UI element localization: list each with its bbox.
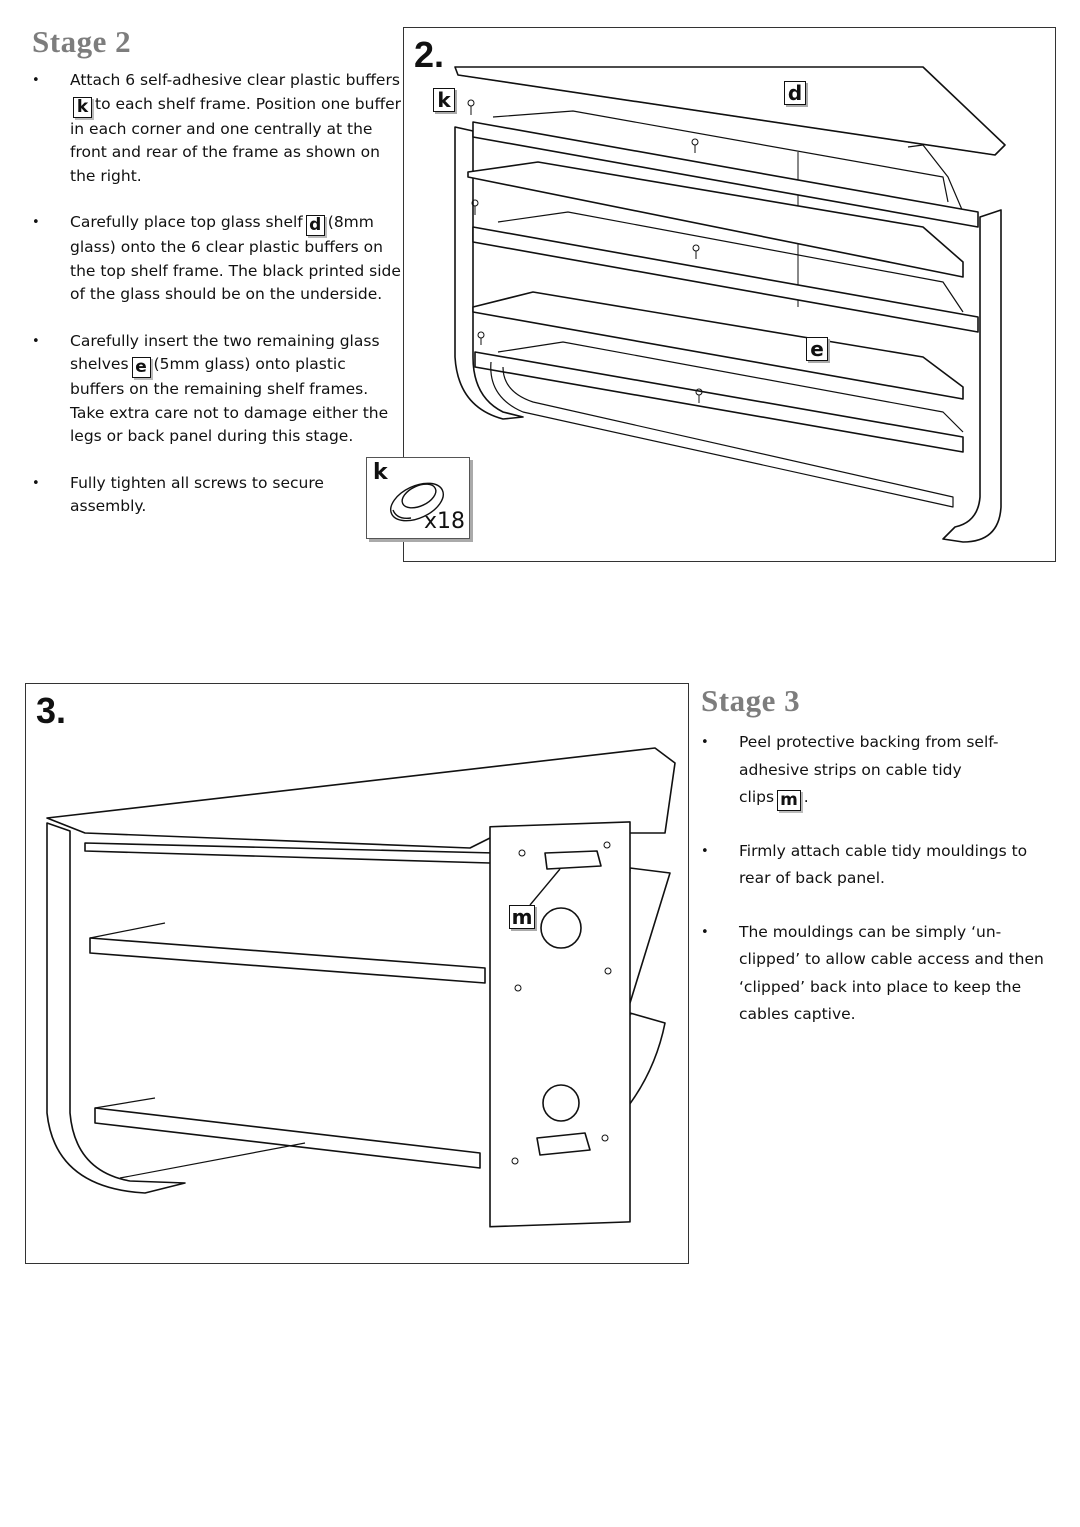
figure-2-panel: 2. [403, 27, 1056, 562]
glass-shelf-e-lower [472, 291, 964, 400]
callout-d: d [784, 81, 806, 105]
shelf-frame-bottom [474, 351, 964, 453]
stage-3-instructions: Peel protective backing from self-adhesi… [701, 729, 1061, 1055]
stage-2-step-3: Carefully insert the two remaining glass… [32, 330, 402, 449]
cable-tidy-clip-lower [536, 1132, 591, 1156]
buffer-key-count: x18 [423, 509, 465, 534]
figure-3-step-number: 3. [36, 690, 67, 731]
buffer-icon [390, 482, 444, 522]
buffer-key-label: k [373, 460, 388, 485]
right-leg [942, 209, 1002, 543]
figure-3-panel: 3. [25, 683, 689, 1264]
stage-3-step-2: Firmly attach cable tidy mouldings to re… [701, 838, 1039, 893]
stand-illustration-stage-2 [454, 66, 1006, 543]
callout-m: m [509, 905, 535, 929]
part-label-k: k [73, 96, 92, 118]
stage-3-step-1: Peel protective backing from self-adhesi… [701, 729, 999, 812]
cable-tidy-clip-upper [544, 850, 602, 870]
stage-3-title: Stage 3 [701, 683, 801, 718]
left-leg [46, 822, 186, 1194]
stage-2-step-4: Fully tighten all screws to secure assem… [32, 472, 360, 519]
part-label-e: e [131, 357, 151, 378]
stage-2-instructions: Attach 6 self-adhesive clear plastic buf… [32, 69, 402, 542]
shelf-frame-top [472, 121, 979, 228]
glass-shelf-d [454, 66, 1006, 156]
stage-2-step-1: Attach 6 self-adhesive clear plastic buf… [32, 69, 402, 188]
part-label-d: d [305, 215, 325, 236]
stage-3-step-3: The mouldings can be simply ‘un-clipped’… [701, 919, 1061, 1029]
part-label-m: m [777, 790, 801, 811]
panel-screws [511, 841, 612, 1165]
cable-hole-lower [542, 1084, 580, 1122]
buffer-markers [467, 99, 703, 403]
figure-2-step-number: 2. [414, 34, 445, 75]
stage-2-title: Stage 2 [32, 24, 132, 59]
shelf-frame-middle [472, 226, 979, 333]
stand-illustration-stage-3 [46, 747, 676, 1228]
left-leg [454, 126, 524, 420]
callout-k: k [433, 88, 455, 112]
buffer-key-box: k x18 [366, 457, 470, 539]
cable-hole-upper [540, 907, 582, 949]
glass-shelf-e-upper [467, 161, 964, 278]
callout-e: e [806, 337, 828, 361]
back-panel [489, 821, 631, 1228]
